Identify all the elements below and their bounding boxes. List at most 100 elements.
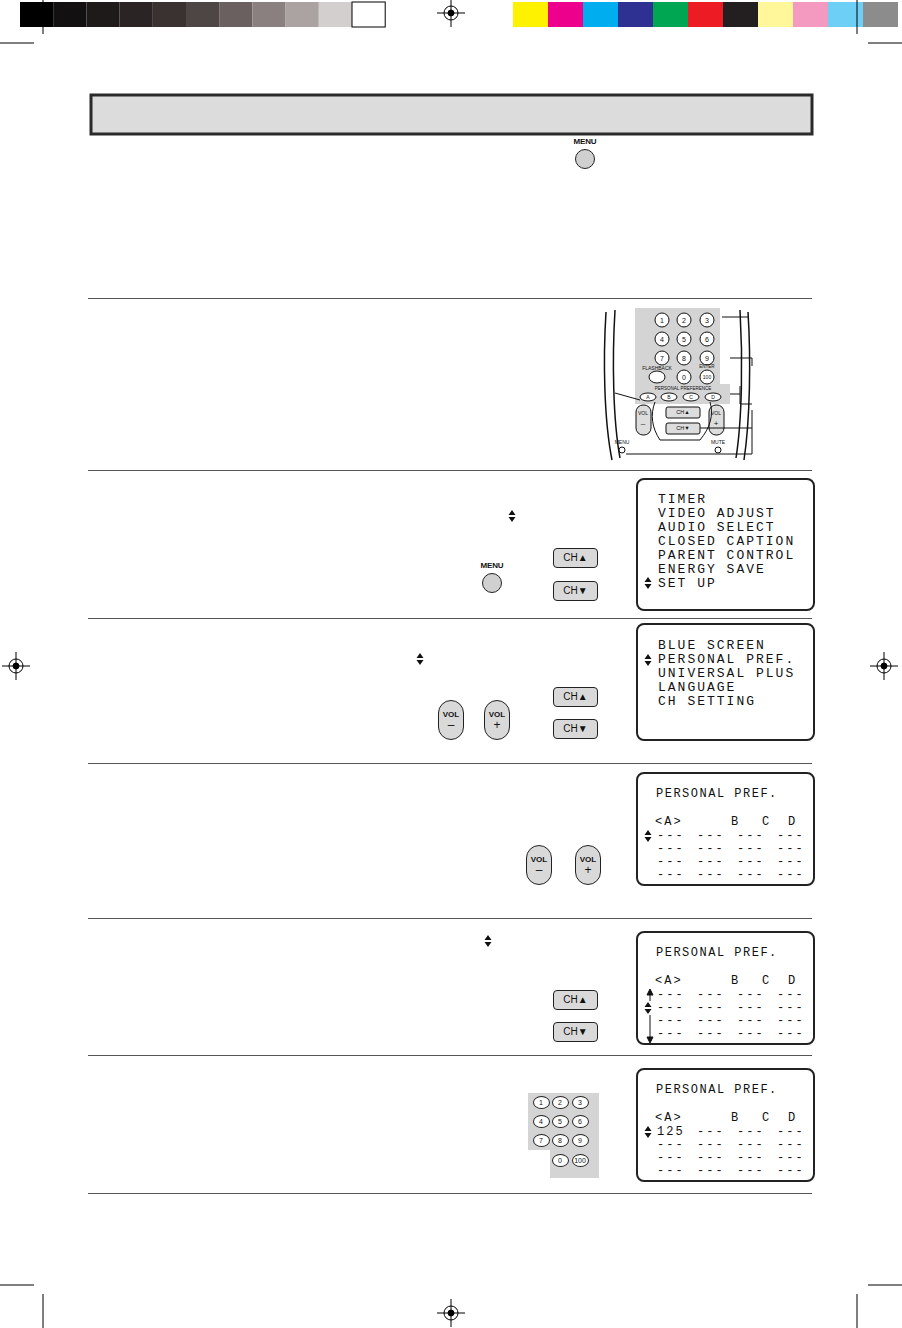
- table-cell: ---: [737, 989, 765, 1002]
- table-cell: 125: [657, 1126, 685, 1139]
- column-heading: <A>: [655, 975, 683, 988]
- table-cell: ---: [657, 1152, 685, 1165]
- key-number: 7: [539, 1137, 543, 1144]
- color-bars: [20, 2, 898, 27]
- remote-key-label: 1: [660, 317, 664, 324]
- menu-item: PERSONAL PREF.: [658, 653, 795, 667]
- menu-item: CLOSED CAPTION: [658, 535, 795, 549]
- button-label: –: [536, 864, 543, 876]
- menu-item: TIMER: [658, 493, 707, 507]
- drawn-shape: [615, 393, 640, 400]
- key-number: 3: [578, 1099, 582, 1106]
- drawn-shape: [619, 447, 625, 453]
- table-cell: ---: [777, 856, 805, 869]
- drawn-shape: [448, 1310, 454, 1316]
- drawn-shape: [645, 577, 652, 589]
- volume-button: VOL+: [484, 700, 510, 740]
- keypad-panel-cut: [528, 1150, 550, 1178]
- drawn-shape: [319, 2, 352, 27]
- table-cell: ---: [777, 1152, 805, 1165]
- drawn-shape: [700, 351, 714, 365]
- remote-key-label: 6: [705, 336, 709, 343]
- drawn-shape: [730, 358, 752, 366]
- button-label: –: [448, 719, 455, 731]
- drawn-shape: [722, 317, 748, 318]
- drawn-shape: [730, 394, 740, 395]
- drawn-shape: [615, 317, 752, 454]
- table-cell: ---: [737, 1028, 765, 1041]
- drawn-shape: [20, 2, 53, 27]
- button-label: VOL: [580, 855, 596, 864]
- drawn-shape: [650, 992, 651, 1040]
- drawn-shape: [740, 386, 752, 404]
- number-key: 5: [552, 1115, 569, 1128]
- column-heading: B: [731, 816, 740, 829]
- table-cell: ---: [697, 1002, 725, 1015]
- onscreen-menu: PERSONAL PREF.<A>BCD--------------------…: [636, 772, 815, 886]
- drawn-shape: [881, 663, 887, 669]
- drawn-shape: [688, 2, 723, 27]
- remote-key-label: ENTER: [699, 365, 714, 370]
- remote-key-label: MENU: [615, 440, 630, 445]
- screen-title: PERSONAL PREF.: [656, 1084, 778, 1097]
- drawn-shape: [437, 0, 465, 27]
- drawn-shape: [655, 351, 669, 365]
- drawn-shape: [793, 2, 828, 27]
- table-cell: ---: [697, 1028, 725, 1041]
- table-cell: ---: [777, 1028, 805, 1041]
- button-circle: [575, 149, 595, 169]
- button-label: VOL: [443, 710, 459, 719]
- button-label: CH▲: [563, 995, 587, 1005]
- remote-key-label: +: [714, 420, 719, 428]
- volume-button: VOL+: [575, 845, 601, 885]
- button-label: +: [493, 719, 500, 731]
- onscreen-menu: BLUE SCREENPERSONAL PREF.UNIVERSAL PLUSL…: [636, 623, 815, 741]
- table-cell: ---: [737, 869, 765, 882]
- table-cell: ---: [777, 1139, 805, 1152]
- onscreen-menu: PERSONAL PREF.<A>BCD--------------------…: [636, 931, 815, 1045]
- drawn-shape: [635, 384, 730, 404]
- menu-item: CH SETTING: [658, 695, 756, 709]
- key-number: 8: [558, 1137, 562, 1144]
- button-label: VOL: [489, 710, 505, 719]
- onscreen-menu: PERSONAL PREF.<A>BCD125-----------------…: [636, 1068, 815, 1182]
- table-cell: ---: [697, 843, 725, 856]
- drawn-shape: [53, 2, 86, 27]
- table-cell: ---: [657, 856, 685, 869]
- number-key: 7: [533, 1134, 550, 1147]
- menu-item: ENERGY SAVE: [658, 563, 766, 577]
- table-cell: ---: [657, 1139, 685, 1152]
- column-heading: C: [762, 975, 771, 988]
- remote-key-label: 100: [703, 375, 711, 380]
- number-key: 100: [572, 1154, 589, 1167]
- drawn-shape: [635, 308, 720, 384]
- key-number: 100: [574, 1157, 586, 1164]
- drawn-shape: [13, 663, 19, 669]
- scroll-arrow: [647, 989, 653, 1043]
- column-heading: B: [731, 975, 740, 988]
- volume-button: VOL–: [526, 845, 552, 885]
- table-cell: ---: [697, 989, 725, 1002]
- drawn-shape: [86, 2, 119, 27]
- channel-button: CH▼: [553, 1022, 598, 1042]
- number-key: 4: [533, 1115, 550, 1128]
- table-cell: ---: [737, 843, 765, 856]
- remote-key-label: 0: [682, 374, 686, 381]
- remote-key-label: CH▼: [676, 426, 689, 432]
- drawn-shape: [645, 1126, 652, 1138]
- key-number: 1: [539, 1099, 543, 1106]
- drawn-shape: [645, 830, 652, 842]
- table-cell: ---: [777, 1165, 805, 1178]
- remote-key-label: 8: [682, 355, 686, 362]
- table-cell: ---: [737, 830, 765, 843]
- drawn-shape: [666, 407, 700, 418]
- table-cell: ---: [657, 1015, 685, 1028]
- remote-key-label: –: [641, 420, 645, 428]
- drawn-shape: [636, 405, 651, 435]
- drawn-shape: [677, 313, 691, 327]
- channel-button: CH▼: [553, 719, 598, 739]
- table-cell: ---: [737, 1152, 765, 1165]
